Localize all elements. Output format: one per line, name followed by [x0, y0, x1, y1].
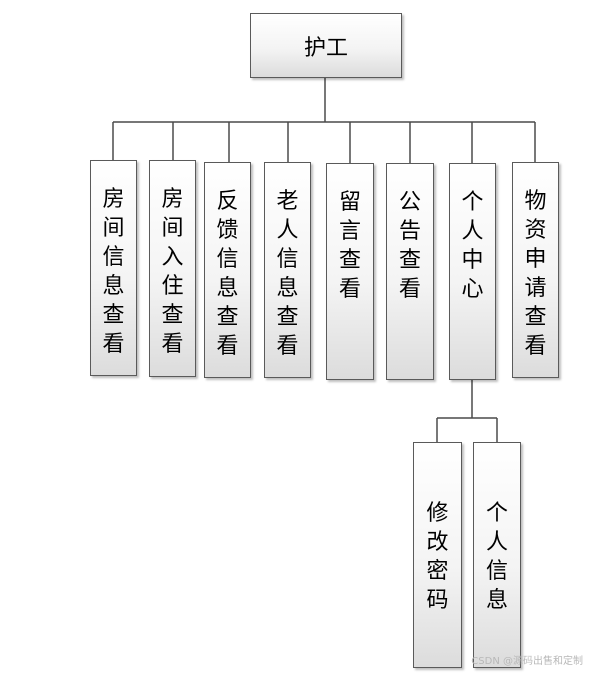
- node-label: 修改密码: [426, 501, 449, 613]
- node-feedback-view: 反馈信息查看: [204, 162, 251, 378]
- root-node: 护工: [250, 13, 402, 78]
- node-personal-info: 个人信息: [473, 442, 521, 668]
- node-message-view: 留言查看: [326, 163, 374, 380]
- node-room-checkin-view: 房间入住查看: [149, 160, 196, 377]
- node-notice-view: 公告查看: [386, 163, 434, 380]
- node-elder-info-view: 老人信息查看: [264, 162, 311, 378]
- node-label: 反馈信息查看: [216, 189, 239, 359]
- node-label: 个人信息: [485, 501, 508, 613]
- node-label: 房间入住查看: [161, 187, 184, 357]
- node-label: 房间信息查看: [102, 187, 125, 357]
- node-label: 个人中心: [461, 190, 484, 302]
- node-change-password: 修改密码: [413, 442, 462, 668]
- node-supply-request-view: 物资申请查看: [512, 162, 559, 378]
- node-personal-center: 个人中心: [449, 163, 496, 380]
- node-label: 公告查看: [398, 190, 421, 302]
- watermark: CSDN @源码出售和定制: [471, 656, 583, 667]
- node-label: 物资申请查看: [524, 189, 547, 359]
- node-label: 老人信息查看: [276, 189, 299, 359]
- root-label: 护工: [303, 35, 348, 61]
- node-label: 留言查看: [338, 190, 361, 302]
- node-room-info-view: 房间信息查看: [90, 160, 137, 376]
